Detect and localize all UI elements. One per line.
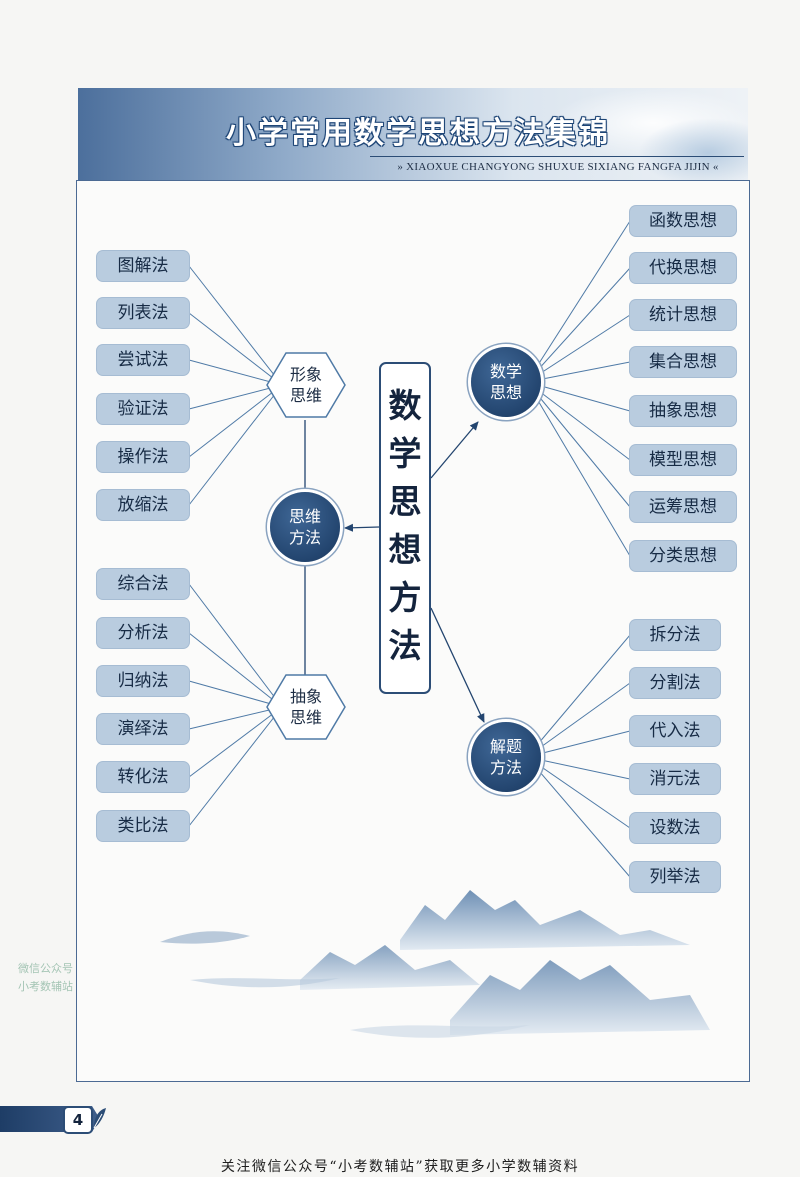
subhub-abstract-thinking-label: 抽象 思维 [289, 687, 322, 727]
arrow-to-thinking-methods [344, 523, 380, 532]
center-topic-label: 数 学 思 想 方 法 [388, 386, 422, 665]
connector-line [188, 384, 283, 506]
hub-math-ideas-label: 数学 思想 [489, 362, 522, 402]
idea-tag: 代换思想 [630, 253, 736, 283]
connector-line [188, 706, 283, 778]
idea-tag: 统计思想 [630, 300, 736, 330]
hub-problem-methods: 解题 方法 [471, 722, 541, 792]
connector-line [526, 220, 631, 383]
arrow-to-problem-methods [430, 607, 485, 723]
wechat-watermark: 微信公众号 小考数辅站 [18, 960, 108, 996]
idea-tag: 模型思想 [630, 445, 736, 475]
solution-tag: 代入法 [630, 716, 720, 746]
idea-tag: 抽象思想 [630, 396, 736, 426]
connector-line [188, 384, 283, 458]
method-tag: 操作法 [97, 442, 189, 472]
method-tag: 综合法 [97, 569, 189, 599]
connector-line [526, 381, 631, 557]
method-tag: 转化法 [97, 762, 189, 792]
method-tag: 演绎法 [97, 714, 189, 744]
method-tag: 图解法 [97, 251, 189, 281]
idea-tag: 运筹思想 [630, 492, 736, 522]
title-banner: 小学常用数学思想方法集锦 » XIAOXUE CHANGYONG SHUXUE … [78, 88, 748, 180]
solution-tag: 消元法 [630, 764, 720, 794]
method-tag: 归纳法 [97, 666, 189, 696]
method-tag: 验证法 [97, 394, 189, 424]
connector-line [526, 682, 631, 758]
solution-tag: 列举法 [630, 862, 720, 892]
connector-line [188, 359, 283, 386]
connector-line [188, 312, 283, 386]
solution-tag: 拆分法 [630, 620, 720, 650]
cloud-decoration [638, 118, 748, 180]
connector-line [526, 381, 631, 461]
connector-line [188, 265, 283, 386]
connector-line [526, 361, 631, 383]
center-topic-box: 数 学 思 想 方 法 [379, 362, 431, 694]
connector-line [526, 314, 631, 383]
connector-line [526, 756, 631, 780]
idea-tag: 集合思想 [630, 347, 736, 377]
method-tag: 放缩法 [97, 490, 189, 520]
connector-line [526, 756, 631, 829]
subhub-abstract-thinking: 抽象 思维 [266, 674, 346, 740]
idea-tag: 分类思想 [630, 541, 736, 571]
connector-line [188, 583, 283, 708]
mountain-landscape-illustration [160, 890, 710, 1038]
page-number: 4 [63, 1106, 93, 1134]
connector-line [526, 634, 631, 758]
method-tag: 尝试法 [97, 345, 189, 375]
connector-line [526, 730, 631, 758]
title-rule [370, 156, 744, 157]
connector-line [188, 680, 283, 708]
hub-problem-methods-label: 解题 方法 [489, 737, 522, 777]
subhub-imagery-thinking: 形象 思维 [266, 352, 346, 418]
page-subtitle: » XIAOXUE CHANGYONG SHUXUE SIXIANG FANGF… [397, 161, 719, 173]
method-tag: 列表法 [97, 298, 189, 328]
footer-note: 关注微信公众号“小考数辅站”获取更多小学数辅资料 [220, 1159, 580, 1175]
watermark-line: 微信公众号 [18, 962, 73, 975]
subhub-imagery-thinking-label: 形象 思维 [289, 365, 322, 405]
hub-thinking-methods: 思维 方法 [270, 492, 340, 562]
connector-line [526, 381, 631, 412]
leaf-icon [93, 1108, 106, 1129]
hub-math-ideas: 数学 思想 [471, 347, 541, 417]
connector-line [188, 706, 283, 730]
method-tag: 分析法 [97, 618, 189, 648]
arrow-to-math-ideas [430, 421, 479, 479]
connector-line [526, 381, 631, 508]
connector-line [188, 384, 283, 410]
connector-line [526, 267, 631, 383]
page-title: 小学常用数学思想方法集锦 [226, 116, 610, 151]
method-tag: 类比法 [97, 811, 189, 841]
connector-line [188, 632, 283, 708]
idea-tag: 函数思想 [630, 206, 736, 236]
hub-thinking-methods-label: 思维 方法 [288, 507, 321, 547]
solution-tag: 设数法 [630, 813, 720, 843]
connector-line [188, 706, 283, 827]
connector-line [526, 756, 631, 878]
solution-tag: 分割法 [630, 668, 720, 698]
watermark-line: 小考数辅站 [18, 980, 73, 993]
